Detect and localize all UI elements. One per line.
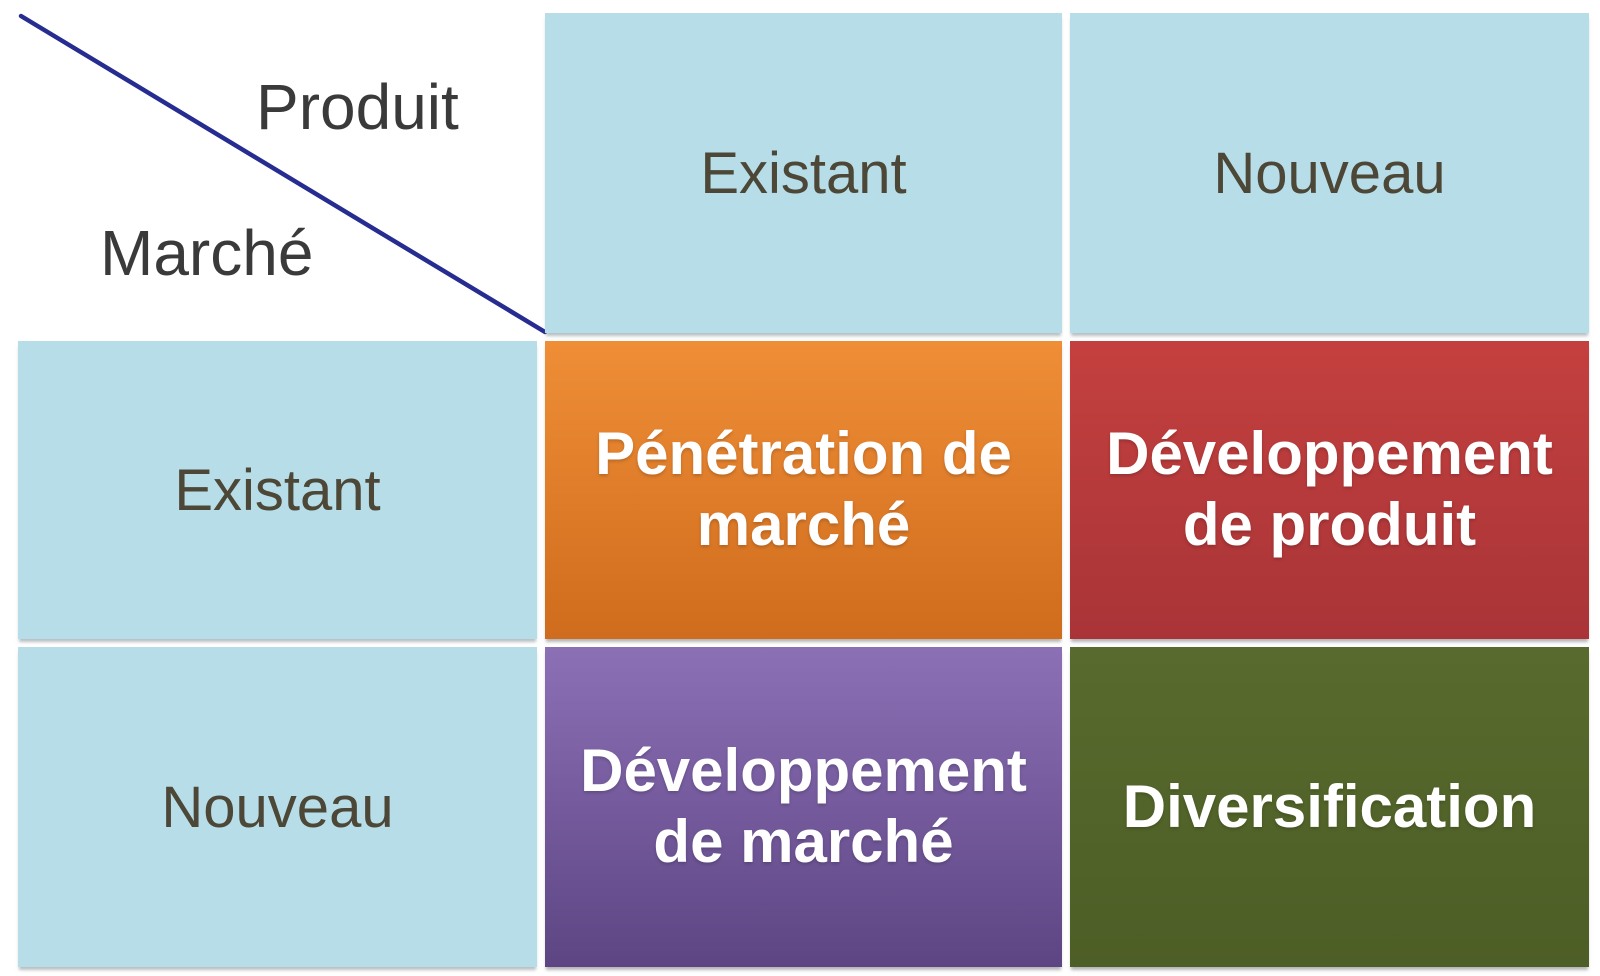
- market-penetration-cell: Pénétration de marché: [545, 341, 1062, 639]
- column-header-product-new: Nouveau: [1070, 13, 1589, 333]
- market-development-cell: Développement de marché: [545, 647, 1062, 967]
- market-axis-label: Marché: [100, 217, 314, 289]
- market-penetration-label: Pénétration de marché: [595, 420, 1012, 558]
- diagonal-divider-line: [18, 13, 548, 335]
- row-header-market-existing: Existant: [18, 341, 537, 639]
- diversification-cell: Diversification: [1070, 647, 1589, 967]
- product-development-cell: Développement de produit: [1070, 341, 1589, 639]
- axis-corner-cell: Produit Marché: [18, 13, 548, 335]
- market-development-label: Développement de marché: [580, 737, 1027, 875]
- diversification-label: Diversification: [1122, 772, 1537, 840]
- column-header-product-existing: Existant: [545, 13, 1062, 333]
- product-development-label: Développement de produit: [1106, 420, 1553, 558]
- row-header-market-new: Nouveau: [18, 647, 537, 967]
- product-axis-label: Produit: [256, 71, 459, 143]
